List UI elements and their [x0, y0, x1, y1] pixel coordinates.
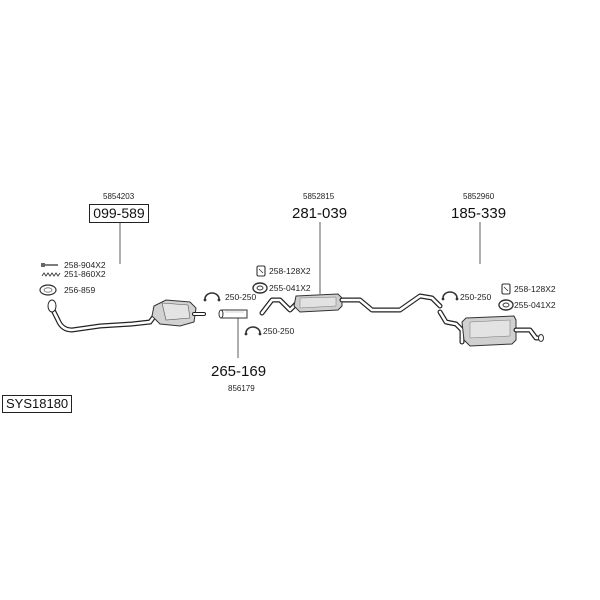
part-number-281-039[interactable]: 281-039 — [292, 205, 347, 222]
rear-muffler-assembly[interactable] — [437, 309, 544, 347]
oe-number-5854203: 5854203 — [103, 192, 135, 201]
rubber-hanger-icon — [501, 283, 511, 295]
fitting-256-859: 256-859 — [64, 285, 95, 295]
fitting-250-250-a: 250-250 — [225, 292, 256, 302]
system-code-label: SYS18180 — [2, 395, 73, 413]
fitting-258-128X2-a: 258-128X2 — [269, 266, 311, 276]
rubber-ring-icon — [252, 282, 268, 294]
part-number-099-589[interactable]: 099-589 — [89, 204, 149, 223]
clamp-icon — [441, 291, 459, 301]
fitting-258-904X2: 258-904X2 — [64, 260, 106, 270]
clamp-icon — [244, 326, 262, 336]
fitting-250-250-b: 250-250 — [263, 326, 294, 336]
rubber-ring-icon — [498, 299, 514, 311]
center-pipe-muffler-assembly[interactable] — [259, 293, 443, 316]
connector-pipe-icon[interactable] — [218, 309, 248, 319]
gasket-ring-icon — [39, 284, 57, 296]
oe-number-5852960: 5852960 — [463, 192, 495, 201]
front-pipe-catalyst-assembly[interactable] — [47, 299, 206, 333]
clamp-icon — [203, 292, 221, 302]
spring-icon — [41, 272, 61, 277]
part-number-265-169[interactable]: 265-169 — [211, 363, 266, 380]
oe-number-5852815: 5852815 — [303, 192, 335, 201]
fitting-258-128X2-b: 258-128X2 — [514, 284, 556, 294]
fitting-250-250-c: 250-250 — [460, 292, 491, 302]
bolt-icon — [41, 263, 58, 267]
oe-number-856179: 856179 — [228, 384, 255, 393]
fitting-251-860X2: 251-860X2 — [64, 269, 106, 279]
part-number-185-339[interactable]: 185-339 — [451, 205, 506, 222]
fitting-255-041X2-a: 255-041X2 — [269, 283, 311, 293]
fitting-255-041X2-b: 255-041X2 — [514, 300, 556, 310]
rubber-hanger-icon — [256, 265, 266, 277]
